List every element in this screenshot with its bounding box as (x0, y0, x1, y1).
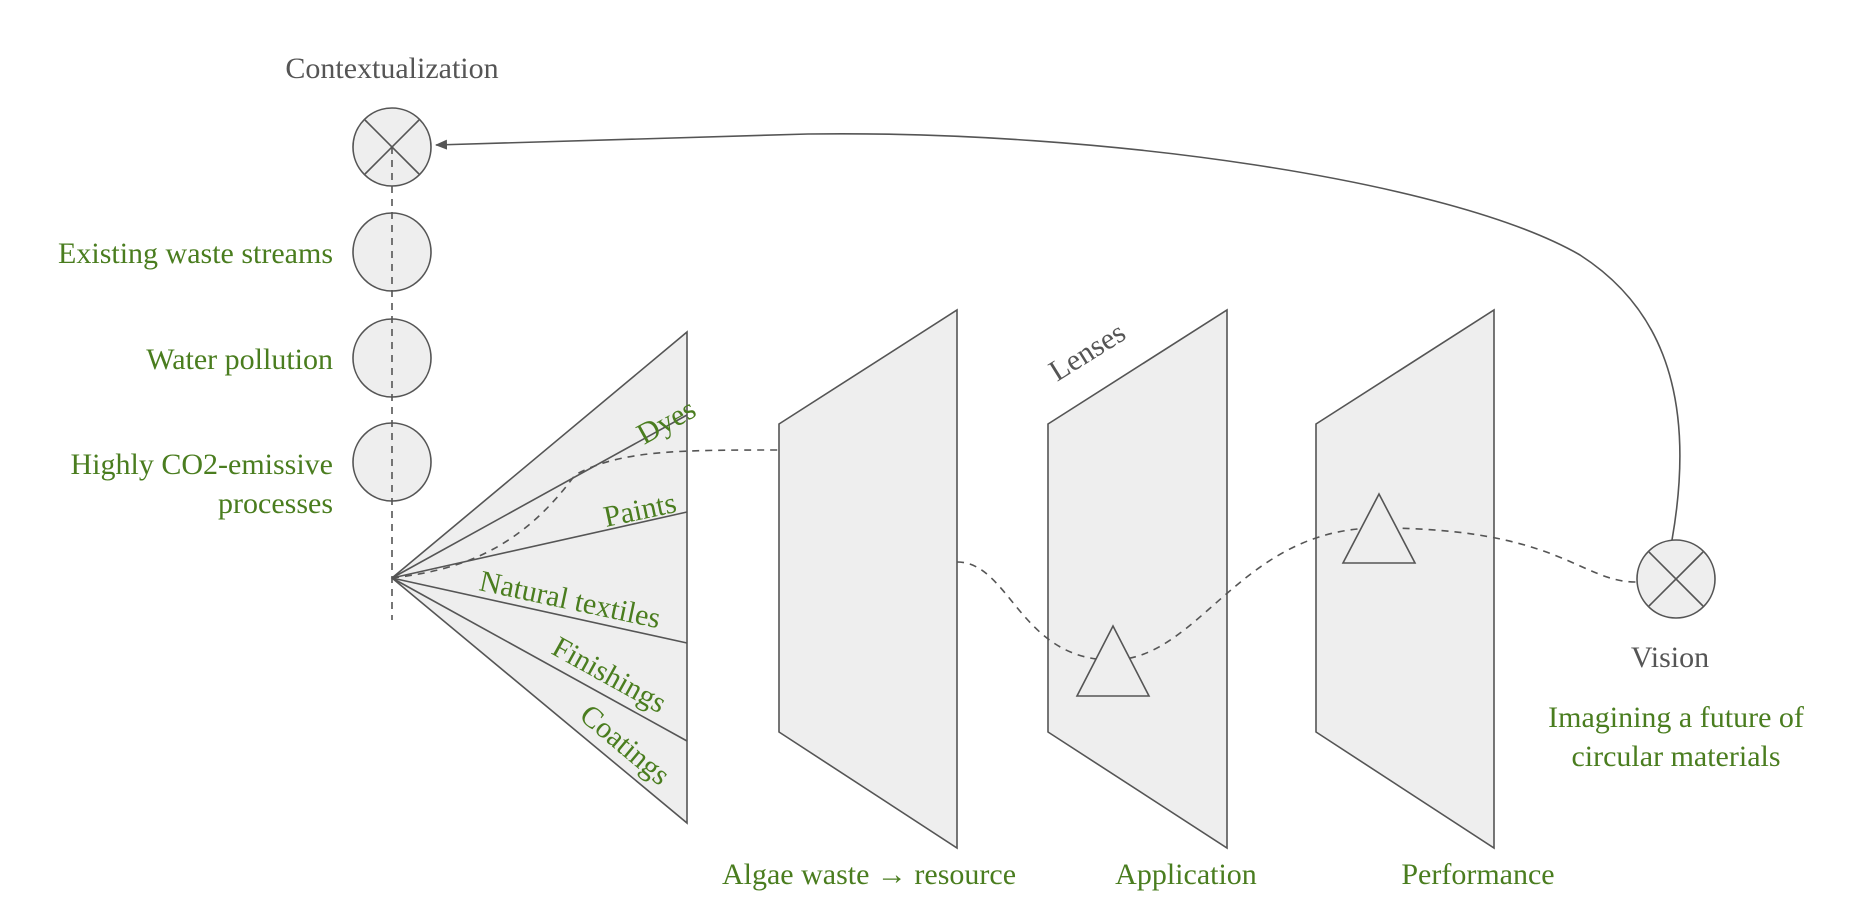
flow-path-fan-to-lens (391, 449, 780, 579)
vision-title: Vision (1631, 641, 1709, 674)
lenses-title: Lenses (1043, 316, 1131, 388)
context-label-co2-line1: Highly CO2-emissive (71, 448, 334, 481)
context-label-waste-streams: Existing waste streams (58, 237, 333, 270)
lens-label-application: Application (1115, 858, 1257, 891)
contextualization-title: Contextualization (285, 52, 498, 85)
feedback-arrow (435, 132, 1681, 541)
vision-circle (1636, 539, 1716, 619)
context-label-water-pollution: Water pollution (146, 343, 333, 376)
application-marker-triangle (1075, 624, 1151, 697)
lens-label-performance: Performance (1401, 858, 1554, 891)
flow-path-lenses-to-vision (956, 527, 1637, 661)
context-label-co2-line2: processes (218, 487, 333, 520)
lens-panel-application (1047, 308, 1228, 850)
lens-label-algae: Algae waste → resource (722, 858, 1016, 891)
vision-caption-line2: circular materials (1571, 740, 1780, 773)
performance-marker-triangle (1341, 492, 1417, 564)
vision-caption-line1: Imagining a future of (1548, 701, 1804, 734)
lens-panel-performance (1315, 308, 1495, 850)
product-fan (390, 330, 688, 825)
lens-panel-algae (778, 308, 958, 850)
